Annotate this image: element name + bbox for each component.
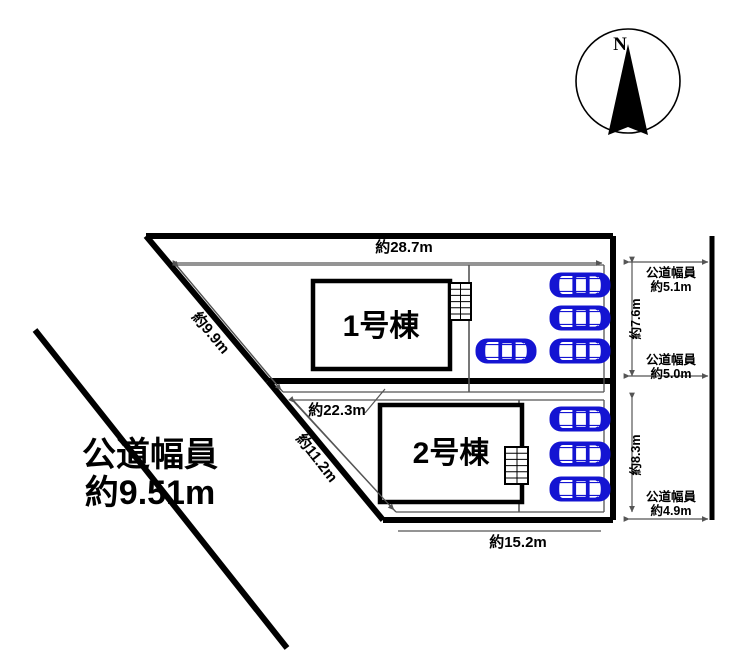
- car-upper-4: [475, 338, 537, 364]
- car-lower-2: [549, 441, 611, 467]
- left-road-width-label-line1: 公道幅員: [82, 436, 218, 474]
- building-2-label: 2号棟: [413, 437, 491, 470]
- car-upper-2: [549, 305, 611, 331]
- road-right-bottom-label-line2: 約4.9m: [651, 503, 692, 518]
- dim-line-lower-diagonal: [288, 396, 395, 511]
- dim-top-width-label: 約28.7m: [375, 238, 433, 256]
- dim-bottom-width-label: 約15.2m: [489, 533, 547, 551]
- building-2-footprint: [377, 402, 525, 505]
- car-lower-1: [549, 406, 611, 432]
- left-road-width-label-line2: 約9.51m: [85, 474, 215, 512]
- road-right-middle-label-line2: 約5.0m: [651, 366, 692, 381]
- road-right-top-label-line1: 公道幅員: [646, 265, 697, 280]
- dim-right-lower-height-label: 約8.3m: [628, 435, 643, 476]
- building-1-footprint: [310, 278, 453, 372]
- compass-rose: N: [575, 28, 681, 135]
- compass-needle-north: [608, 44, 648, 135]
- boundary-upper-left-diagonal: [143, 234, 271, 383]
- left-public-road-line: [32, 328, 290, 650]
- car-upper-1: [549, 272, 611, 298]
- dim-middle-width-label: 約22.3m: [308, 401, 366, 419]
- building-1-label: 1号棟: [343, 310, 421, 343]
- dim-line-upper-diagonal: [172, 260, 282, 391]
- compass-north-label: N: [613, 34, 627, 55]
- road-right-top-label-line2: 約5.1m: [651, 279, 692, 294]
- road-right-bottom-label-line1: 公道幅員: [646, 489, 697, 504]
- road-right-middle-label-line1: 公道幅員: [646, 352, 697, 367]
- car-lower-3: [549, 476, 611, 502]
- car-upper-3: [549, 338, 611, 364]
- dim-right-upper-height-label: 約7.6m: [628, 299, 643, 340]
